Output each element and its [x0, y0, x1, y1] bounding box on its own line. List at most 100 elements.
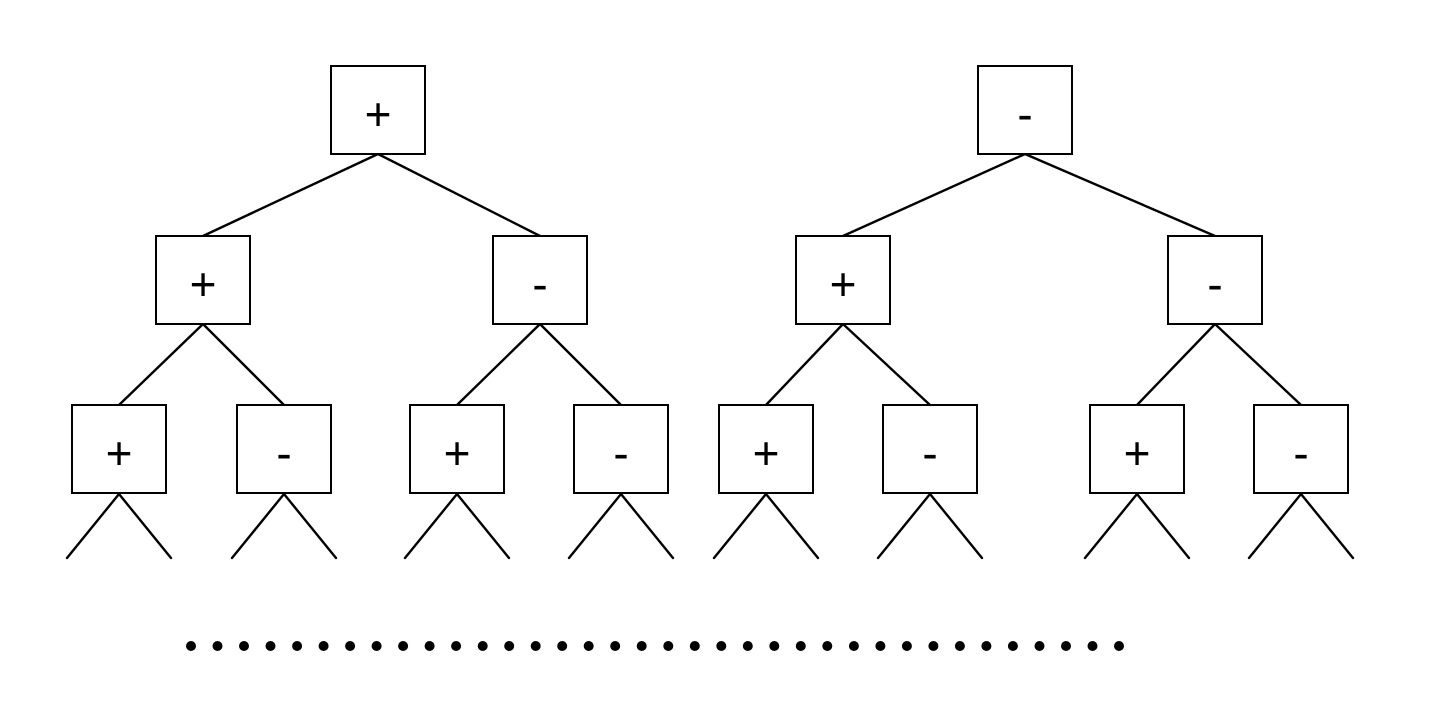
tree-1-root: +: [330, 65, 426, 155]
tree-1-leaf-2-1: +: [409, 404, 505, 494]
ellipsis-dot: [239, 641, 249, 651]
ellipsis-dot: [742, 641, 753, 651]
leaf-continuation-branches: [65, 492, 1355, 560]
ellipsis-dot: [371, 641, 382, 651]
edge-tree-1-node-1-to-1: [117, 322, 205, 407]
tree-1-leaf-2-1-sign: +: [444, 427, 471, 479]
tree-2-leaf-2-2: -: [1253, 404, 1349, 494]
tree-1-node-2-box: [492, 235, 588, 325]
ellipsis-dot: [1007, 641, 1018, 651]
tree-1-leaf-1-1: +: [71, 404, 167, 494]
ellipsis-dot: [212, 641, 223, 651]
ellipsis-dot: [769, 641, 780, 651]
ellipsis-dot: [610, 641, 621, 651]
edge-tree-1-root-to-2: [376, 152, 542, 238]
tree-nodes: + + + - - + - - + + - - + -: [71, 65, 1349, 494]
ellipsis-dot: [186, 641, 196, 651]
tree-2-root: -: [977, 65, 1073, 155]
tree-1-leaf-1-1-sign: +: [106, 427, 133, 479]
tree-2-root-box: [977, 65, 1073, 155]
edge-tree-2-node-2-to-2: [1213, 322, 1303, 407]
ellipsis-dot: [901, 641, 912, 651]
edge-tree-2-node-1-to-2: [841, 322, 932, 407]
edge-tree-2-node-1-to-1: [764, 322, 845, 407]
tree-1-node-2-sign: -: [532, 258, 547, 310]
tree-2-leaf-2-1-box: [1089, 404, 1185, 494]
leaf-stub-2: [230, 492, 338, 560]
ellipsis-dot: [663, 641, 674, 651]
ellipsis-dot: [928, 641, 939, 651]
tree-2-leaf-1-1-box: [718, 404, 814, 494]
tree-1-node-2: -: [492, 235, 588, 325]
edge-tree-2-node-2-to-1: [1135, 322, 1217, 407]
edge-tree-2-root-to-1: [841, 152, 1027, 238]
tree-edges: [117, 152, 1303, 407]
ellipsis-dot: [875, 641, 886, 651]
ellipsis-dot: [557, 641, 568, 651]
leaf-stub-8: [1247, 492, 1355, 560]
tree-1-leaf-2-2-box: [573, 404, 669, 494]
tree-1-leaf-1-1-box: [71, 404, 167, 494]
tree-2-node-2: -: [1167, 235, 1263, 325]
leaf-stub-1: [65, 492, 173, 560]
tree-2-root-sign: -: [1017, 88, 1032, 140]
tree-1-leaf-2-2-sign: -: [613, 427, 628, 479]
tree-1-leaf-2-2: -: [573, 404, 669, 494]
ellipsis-dot: [583, 641, 594, 651]
ellipsis-dot: [848, 641, 859, 651]
edge-tree-1-node-2-to-1: [455, 322, 542, 407]
tree-2-leaf-1-1-sign: +: [753, 427, 780, 479]
leaf-stub-7: [1083, 492, 1191, 560]
ellipsis-dot: [981, 641, 992, 651]
tree-2-leaf-1-2: -: [882, 404, 978, 494]
ellipsis-dot: [1087, 641, 1098, 651]
edge-tree-1-node-1-to-2: [201, 322, 286, 407]
ellipsis-dot: [716, 641, 727, 651]
ellipsis-dot: [636, 641, 647, 651]
ellipsis-dot: [504, 641, 515, 651]
ellipsis-dot: [795, 641, 806, 651]
tree-2-leaf-2-2-sign: -: [1293, 427, 1308, 479]
ellipsis-dot: [451, 641, 462, 651]
tree-2-node-2-box: [1167, 235, 1263, 325]
tree-2-leaf-2-1-sign: +: [1124, 427, 1151, 479]
edge-tree-2-root-to-2: [1023, 152, 1217, 238]
ellipsis-dot: [954, 641, 965, 651]
edge-tree-1-node-2-to-2: [538, 322, 623, 407]
ellipsis-dot: [1034, 641, 1045, 651]
tree-2-node-1-box: [795, 235, 891, 325]
tree-1-root-box: [330, 65, 426, 155]
ellipsis-dot: [689, 641, 700, 651]
tree-2-node-1: +: [795, 235, 891, 325]
leaf-stub-3: [403, 492, 511, 560]
ellipsis-dot: [1114, 641, 1124, 651]
tree-1-leaf-2-1-box: [409, 404, 505, 494]
ellipsis-dot: [424, 641, 435, 651]
tree-2-leaf-1-2-box: [882, 404, 978, 494]
tree-2-leaf-1-2-sign: -: [922, 427, 937, 479]
tree-1-leaf-1-2-box: [236, 404, 332, 494]
ellipsis-dot: [398, 641, 409, 651]
ellipsis-dot: [265, 641, 276, 651]
tree-1-root-sign: +: [365, 88, 392, 140]
tree-1-leaf-1-2-sign: -: [276, 427, 291, 479]
tree-1-node-1-box: [155, 235, 251, 325]
tree-1-node-1: +: [155, 235, 251, 325]
ellipsis-dot: [477, 641, 488, 651]
ellipsis-dot: [345, 641, 356, 651]
ellipsis-dot: [1061, 641, 1071, 651]
tree-2-leaf-1-1: +: [718, 404, 814, 494]
ellipsis-dot: [530, 641, 541, 651]
tree-2-node-2-sign: -: [1207, 258, 1222, 310]
tree-2-node-1-sign: +: [830, 258, 857, 310]
tree-2-leaf-2-2-box: [1253, 404, 1349, 494]
tree-1-leaf-1-2: -: [236, 404, 332, 494]
ellipsis-dot: [292, 641, 303, 651]
leaf-stub-6: [876, 492, 984, 560]
leaf-stub-4: [567, 492, 675, 560]
tree-1-node-1-sign: +: [190, 258, 217, 310]
ellipsis-dot: [318, 641, 329, 651]
ellipsis-dots: [186, 641, 1124, 651]
ellipsis-dot: [822, 641, 833, 651]
